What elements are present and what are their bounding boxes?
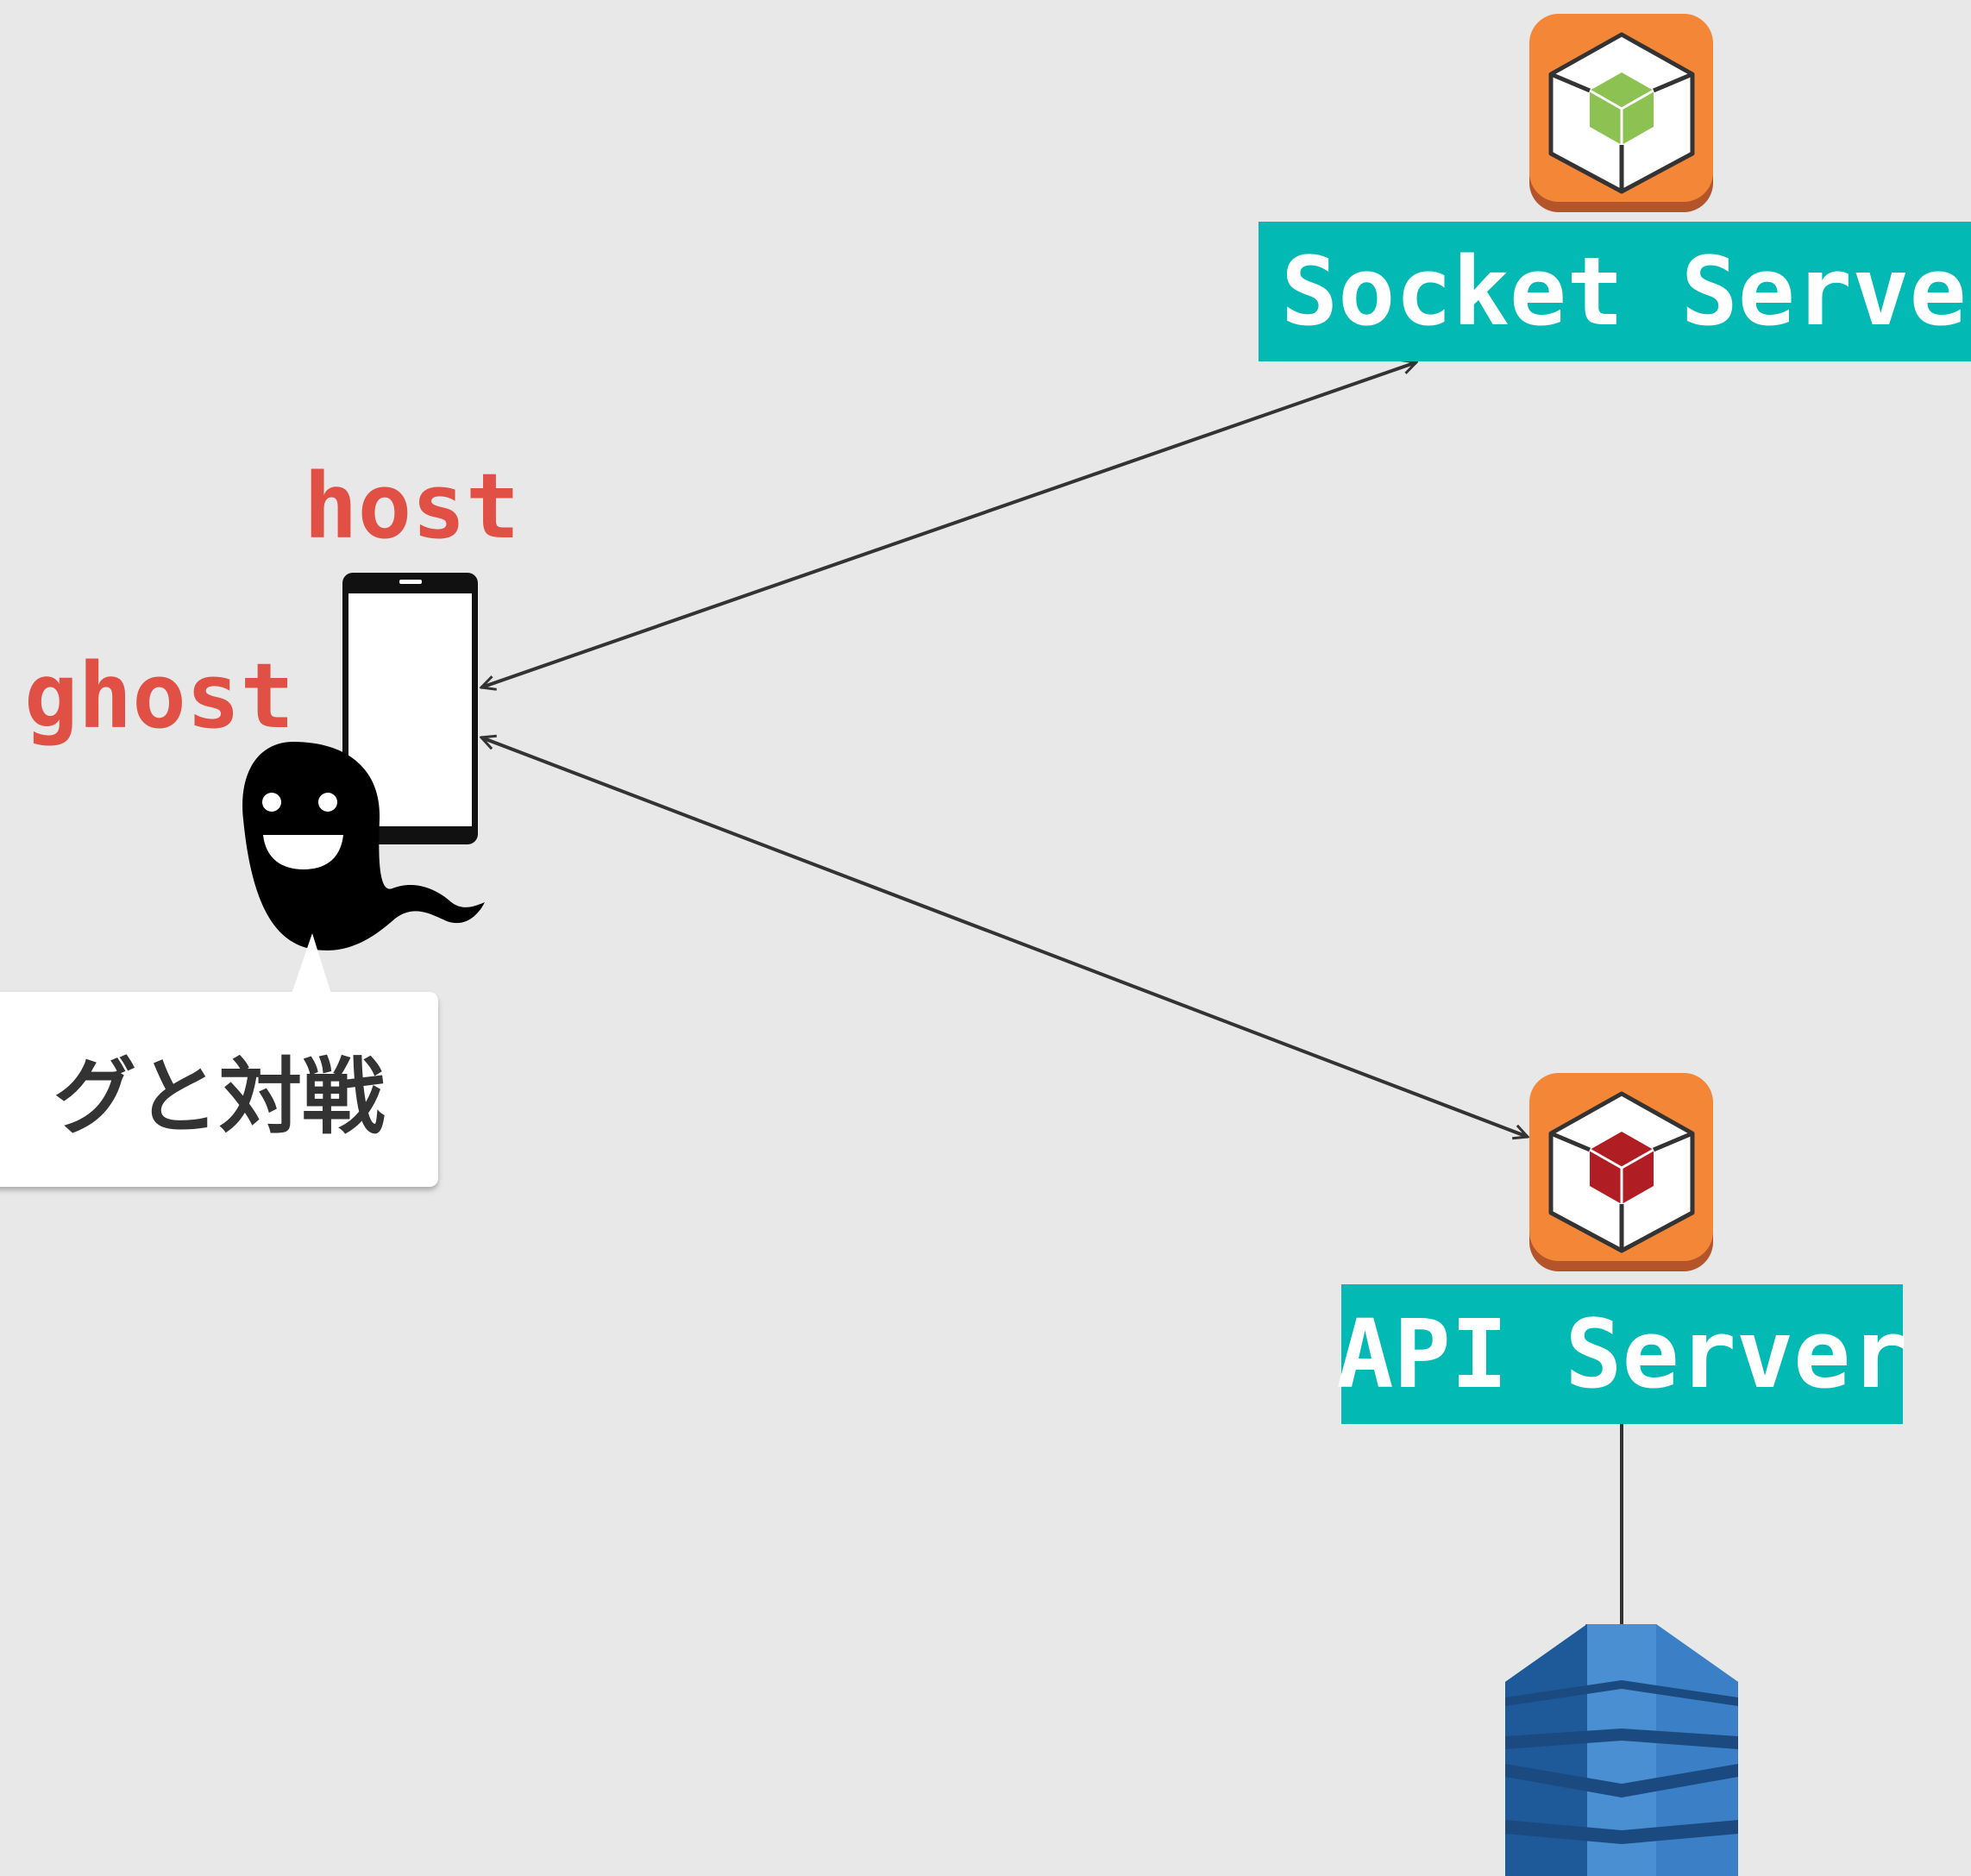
- dynamodb-icon: [1505, 1624, 1738, 1876]
- ghost-label: ghost: [24, 643, 295, 749]
- host-label: host: [304, 454, 520, 559]
- socket-server-label-text: Socket Server: [1281, 236, 1971, 347]
- edge-client-api-server: [481, 737, 1528, 1137]
- api-server-label-text: API Server: [1336, 1299, 1908, 1409]
- api-server-label: API Server: [1336, 1284, 1908, 1424]
- elastic-beanstalk-red-icon: [1529, 1073, 1713, 1271]
- speech-bubble-text: グと対戦: [53, 1048, 385, 1145]
- speech-bubble-tail: [292, 933, 331, 994]
- elastic-beanstalk-green-icon: [1529, 14, 1713, 212]
- speech-bubble: グと対戦: [0, 992, 438, 1187]
- socket-server-label: Socket Server: [1259, 222, 1971, 361]
- ghost-character-icon: [242, 742, 485, 951]
- edge-client-socket-server: [481, 362, 1416, 687]
